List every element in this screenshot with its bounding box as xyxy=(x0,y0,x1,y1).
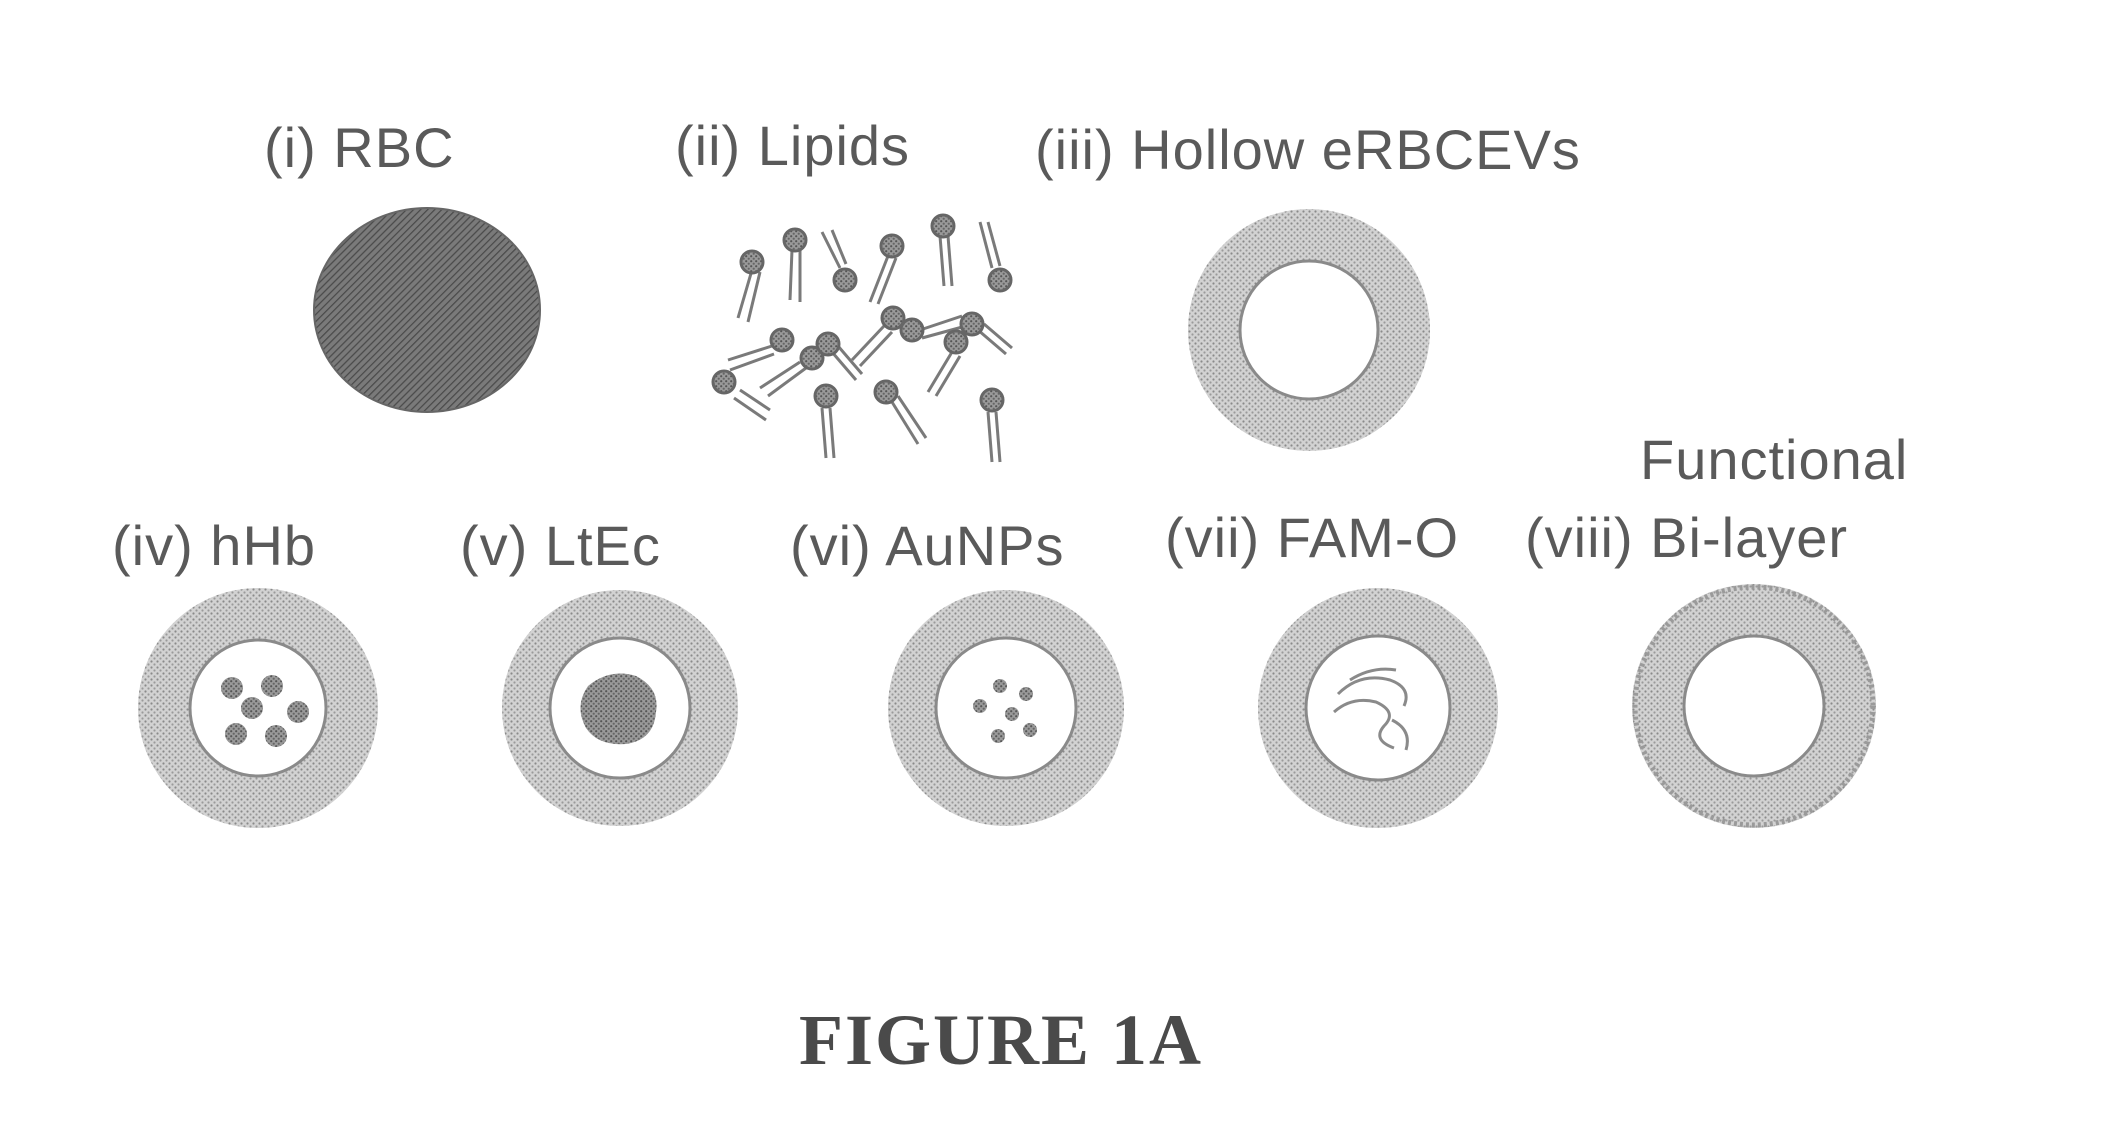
label-ltec: (v) LtEc xyxy=(460,518,661,574)
label-fam-o: (vii) FAM-O xyxy=(1165,510,1459,566)
label-hhb: (iv) hHb xyxy=(112,518,316,574)
label-lipids: (ii) Lipids xyxy=(675,118,910,174)
label-bi-layer: (viii) Bi-layer xyxy=(1525,510,1848,566)
figure-title: FIGURE 1A xyxy=(0,1004,2002,1076)
hhb-vesicle xyxy=(138,588,378,828)
aunps-vesicle xyxy=(888,590,1124,826)
label-hollow-erbcevs: (iii) Hollow eRBCEVs xyxy=(1035,122,1581,178)
hollow-erbcev xyxy=(1188,209,1430,451)
lipid-molecules xyxy=(713,215,1012,462)
fam-o-vesicle xyxy=(1258,588,1498,828)
label-functional: Functional xyxy=(1640,432,1908,488)
label-rbc: (i) RBC xyxy=(264,120,455,176)
ltec-vesicle xyxy=(502,590,738,826)
rbc-cell xyxy=(314,208,540,412)
label-aunps: (vi) AuNPs xyxy=(790,518,1065,574)
functional-bilayer-vesicle xyxy=(1632,584,1876,828)
